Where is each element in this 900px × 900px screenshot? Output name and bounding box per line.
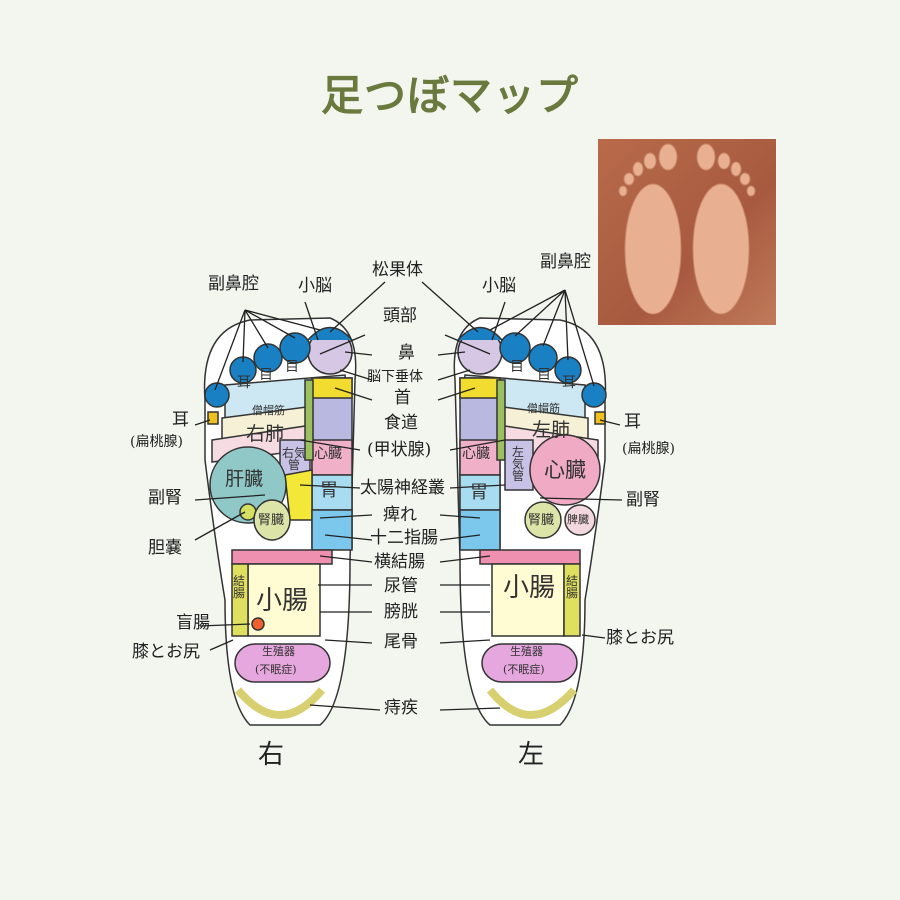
leader-lines (194, 281, 623, 711)
left-spleen-zone (564, 504, 596, 536)
zone-left-insomnia: (不眠症) (503, 663, 545, 676)
zone-left-stomach: 胃 (470, 482, 488, 503)
right-kidney-zone (253, 499, 291, 541)
zone-left-kidney: 腎臓 (528, 513, 555, 528)
zone-left-trapezius: 僧帽筋 (527, 402, 560, 415)
zone-right-trapezius: 僧帽筋 (252, 404, 285, 417)
label-thyroid: (甲状腺) (367, 440, 432, 460)
label-left-side: 左 (518, 740, 545, 770)
foot-photo (598, 139, 776, 325)
right-big-toe-top (307, 326, 353, 341)
zone-right-heart: 心臓 (314, 446, 342, 462)
label-hemorrhoids: 痔疾 (384, 698, 418, 718)
label-right-side: 右 (258, 740, 285, 770)
zone-right-kidney: 腎臓 (258, 513, 285, 528)
label-numbness: 痺れ (383, 505, 417, 525)
label-left-tonsil: (扁桃腺) (622, 441, 675, 457)
left-duodenum-zone (459, 509, 501, 551)
label-right-ear: 耳 (172, 410, 189, 430)
left-colon-zone (563, 563, 581, 637)
label-pineal: 松果体 (372, 260, 423, 280)
right-heel-zone (234, 687, 326, 719)
zone-left-small-intestine: 小腸 (503, 573, 556, 603)
zone-right-ear: 耳 (237, 375, 251, 391)
label-head: 頭部 (383, 306, 417, 326)
label-right-knee-hip: 膝とお尻 (132, 642, 200, 662)
zone-left-lung: 左肺 (532, 419, 571, 441)
zone-left-eye-2: 目 (537, 367, 551, 383)
right-transverse-colon (231, 549, 333, 565)
zone-left-colon: 結腸 (566, 574, 579, 600)
label-solar-plexus: 太陽神経叢 (360, 478, 445, 498)
zone-right-small-intestine: 小腸 (256, 586, 309, 616)
zone-left-ear: 耳 (562, 375, 576, 391)
foot-photo-illustration (618, 143, 756, 315)
label-right-sinus: 副鼻腔 (208, 274, 259, 294)
left-neck-zone (459, 377, 501, 399)
zone-left-eye-1: 目 (510, 359, 524, 375)
zone-left-bronchus: 左気管 (512, 445, 525, 483)
zone-left-heart: 心臓 (544, 458, 586, 482)
zone-right-stomach: 胃 (320, 480, 338, 501)
left-esophagus-zone (496, 379, 506, 461)
label-transverse-colon: 横結腸 (374, 552, 425, 572)
label-esophagus: 食道 (384, 413, 418, 433)
label-right-cerebellum: 小脳 (298, 276, 332, 296)
right-toe-5 (204, 382, 230, 408)
label-right-tonsil: (扁桃腺) (130, 434, 183, 450)
label-left-cerebellum: 小脳 (482, 276, 516, 296)
page-title: 足つぼマップ (320, 71, 579, 120)
left-kidney-zone (524, 501, 562, 539)
right-cecum-point (251, 617, 265, 631)
zone-left-spleen: 脾臓 (567, 513, 589, 526)
left-transverse-colon (479, 549, 581, 565)
zone-right-liver: 肝臓 (225, 468, 264, 490)
right-toe-3 (253, 343, 283, 373)
label-neck: 首 (394, 388, 411, 408)
left-big-toe-top (457, 326, 503, 341)
label-left-knee-hip: 膝とお尻 (606, 628, 674, 648)
label-ureter: 尿管 (384, 576, 418, 596)
label-left-ear: 耳 (624, 412, 641, 432)
zone-right-insomnia: (不眠症) (255, 663, 297, 676)
label-left-adrenal: 副腎 (626, 490, 660, 510)
label-gallbladder: 胆嚢 (148, 538, 182, 558)
label-nose: 鼻 (398, 343, 415, 363)
zone-left-heart-small: 心臓 (462, 446, 490, 462)
zone-right-eye-1: 目 (259, 367, 273, 383)
right-ear-point (207, 411, 219, 425)
zone-right-eye-2: 目 (285, 359, 299, 375)
left-heel-zone (486, 687, 578, 719)
label-cecum: 盲腸 (176, 613, 210, 633)
right-toe-2 (279, 332, 311, 364)
right-stomach-zone (311, 474, 353, 511)
right-esophagus-zone (304, 379, 314, 461)
zone-left-genitals: 生殖器 (510, 645, 543, 658)
label-pituitary: 脳下垂体 (367, 369, 423, 385)
label-coccyx: 尾骨 (384, 632, 418, 652)
left-toe-3 (528, 343, 558, 373)
left-toe-2 (499, 332, 531, 364)
left-bronchus-zone (504, 439, 534, 491)
right-neck-zone (311, 377, 353, 399)
left-small-intestine-zone (491, 563, 565, 637)
left-genital-zone (481, 643, 578, 683)
right-colon-zone (231, 563, 249, 637)
left-toe-5 (581, 382, 607, 408)
right-genital-zone (234, 643, 331, 683)
label-bladder: 膀胱 (384, 602, 418, 622)
zone-right-bronchus: 右気管 (281, 446, 306, 472)
left-stomach-zone (459, 474, 501, 511)
zone-right-colon: 結腸 (233, 574, 246, 600)
label-right-adrenal: 副腎 (148, 488, 182, 508)
left-ear-point (594, 411, 606, 425)
label-left-sinus: 副鼻腔 (540, 252, 591, 272)
left-heart-zone (529, 434, 601, 506)
label-duodenum: 十二指腸 (370, 528, 438, 548)
zone-right-lung: 右肺 (246, 423, 285, 445)
zone-right-genitals: 生殖器 (262, 645, 295, 658)
